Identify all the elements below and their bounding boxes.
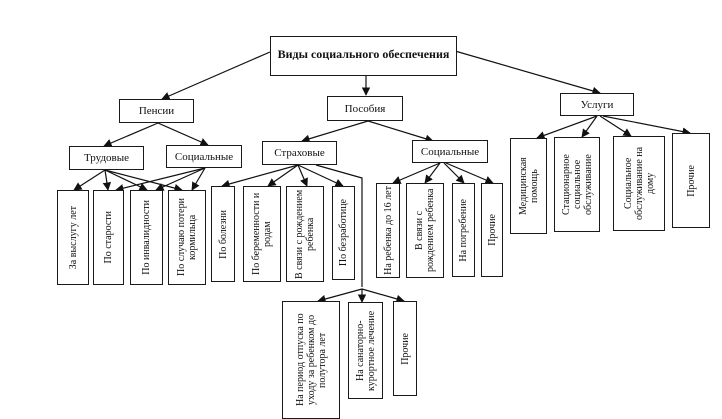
link-ins-item2 bbox=[267, 164, 299, 187]
pension-item: По инвалидности bbox=[130, 190, 163, 285]
link-benefits-social bbox=[367, 120, 434, 143]
root-node: Виды социального обеспечения bbox=[270, 36, 457, 76]
pension-item: По случаю потери кормильца bbox=[168, 190, 206, 285]
social-benefit-item: Прочие bbox=[481, 183, 503, 277]
pensions-social-label: Социальные bbox=[174, 150, 234, 163]
link-soc-item4 bbox=[445, 162, 494, 184]
pension-item: За выслугу лет bbox=[57, 190, 89, 285]
insurance-item: В связи с рождением ребенка bbox=[286, 186, 324, 282]
link-social-item3 bbox=[155, 167, 206, 191]
link-ins-subgroup bbox=[315, 164, 363, 287]
service-item: Социальное обслуживание на дому bbox=[613, 136, 665, 231]
insurance-item: По болезни bbox=[211, 186, 235, 282]
link-labor-item3 bbox=[104, 169, 148, 191]
pension-item: По старости bbox=[93, 190, 124, 285]
benefits-label: Пособия bbox=[344, 102, 386, 115]
insurance-sub-item: Прочие bbox=[393, 301, 417, 396]
service-item: Стационарное социальное обслуживание bbox=[554, 137, 600, 232]
link-labor-item2 bbox=[102, 169, 112, 191]
link-root-pensions bbox=[161, 51, 271, 100]
link-soc-item3 bbox=[443, 162, 465, 184]
insurance-sub-item: На период отпуска по уходу за ребенком д… bbox=[282, 301, 340, 419]
service-item: Прочие bbox=[672, 133, 710, 228]
pensions-label: Пенсии bbox=[138, 105, 175, 117]
social-benefit-item: В связи с рождением ребенка bbox=[406, 183, 444, 278]
link-sub-item1 bbox=[317, 288, 363, 304]
link-benefits-insurance bbox=[301, 120, 369, 143]
link-services-item4 bbox=[602, 115, 691, 136]
link-ins-item1 bbox=[221, 164, 299, 189]
services-label: Услуги bbox=[580, 98, 614, 111]
link-ins-item4 bbox=[297, 164, 344, 187]
link-sub-item3 bbox=[361, 288, 405, 303]
root-label: Виды социального обеспечения bbox=[277, 47, 450, 61]
link-pensions-labor bbox=[103, 122, 159, 147]
node-pensions-social: Социальные bbox=[166, 145, 242, 168]
insurance-item: По беременности и родам bbox=[243, 186, 281, 282]
service-item: Медицинская помощь bbox=[510, 138, 547, 234]
node-benefits-social: Социальные bbox=[412, 140, 488, 163]
link-social-item2 bbox=[115, 167, 206, 193]
link-root-services bbox=[454, 50, 601, 95]
labor-label: Трудовые bbox=[83, 152, 130, 164]
link-ins-item3 bbox=[297, 164, 308, 187]
benefits-social-label: Социальные bbox=[420, 145, 480, 158]
node-benefits: Пособия bbox=[327, 96, 403, 121]
social-benefit-item: На ребенка до 16 лет bbox=[376, 183, 400, 278]
social-benefit-item: На погребение bbox=[452, 183, 475, 277]
node-benefits-insurance: Страховые bbox=[262, 141, 337, 165]
insurance-label: Страховые bbox=[274, 147, 325, 159]
link-soc-item2 bbox=[424, 162, 441, 184]
link-pensions-social bbox=[157, 122, 209, 146]
insurance-item: По безработице bbox=[332, 186, 355, 280]
link-labor-item4 bbox=[104, 169, 183, 193]
node-pensions-labor: Трудовые bbox=[69, 146, 144, 170]
node-services: Услуги bbox=[560, 93, 634, 116]
link-services-item1 bbox=[536, 115, 598, 140]
link-social-item4 bbox=[191, 167, 206, 191]
node-pensions: Пенсии bbox=[119, 99, 194, 123]
link-labor-item1 bbox=[73, 169, 106, 191]
insurance-sub-item: На санаторно-курортное лечение bbox=[348, 302, 383, 399]
link-soc-item1 bbox=[392, 162, 441, 184]
link-services-item2 bbox=[581, 115, 598, 138]
link-services-item3 bbox=[599, 115, 632, 137]
